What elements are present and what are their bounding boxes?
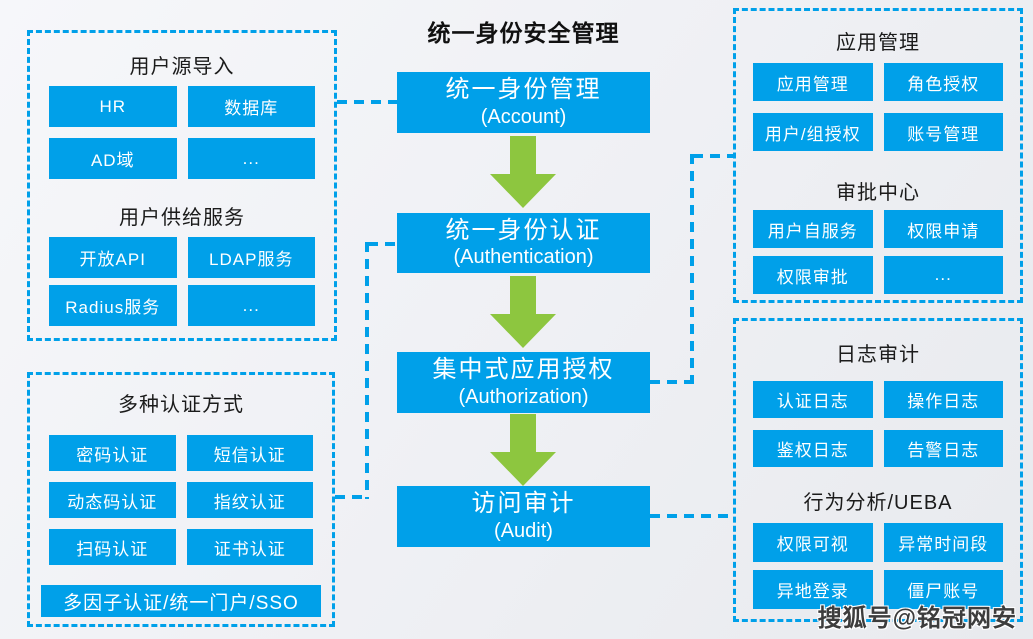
flow-node-label-zh: 集中式应用授权 [432,356,615,384]
chip-more-user-source: ... [187,138,315,179]
chip-certificate-auth: 证书认证 [186,529,313,565]
chip-grid: 开放API LDAP服务 Radius服务 ... [49,237,315,326]
chip-grid: 用户自服务 权限申请 权限审批 ... [753,210,1003,294]
section-title-user-provisioning: 用户供给服务 [119,207,245,229]
chip-permission-visibility: 权限可视 [753,523,873,562]
chip-database: 数据库 [187,86,315,127]
arrow-down-icon [490,414,556,486]
connector-appmgmt-vertical [690,154,694,384]
connector-audit-logaudit [650,514,733,518]
section-title-log-audit: 日志审计 [836,344,920,366]
chip-abnormal-time: 异常时间段 [883,523,1003,562]
chip-hr: HR [49,86,177,127]
chip-grid: HR 数据库 AD域 ... [49,86,315,179]
flow-node-authentication: 统一身份认证 (Authentication) [397,213,650,273]
chip-operation-log: 操作日志 [883,381,1003,418]
arrow-down-icon [490,276,556,348]
chip-ldap-service: LDAP服务 [187,237,315,278]
section-title-behavior-analytics: 行为分析/UEBA [803,492,953,514]
section-title-user-source-import: 用户源导入 [129,56,235,78]
chip-permission-approval: 权限审批 [753,256,873,294]
flow-node-label-en: (Account) [480,105,567,128]
flow-node-authorization: 集中式应用授权 (Authorization) [397,352,650,413]
chip-remote-login: 异地登录 [753,570,873,609]
chip-mfa-sso: 多因子认证/统一门户/SSO [41,585,321,617]
chip-account-management: 账号管理 [883,113,1003,151]
chip-auth-log: 认证日志 [753,381,873,418]
flow-node-account: 统一身份管理 (Account) [397,72,650,133]
chip-app-management: 应用管理 [753,63,873,101]
chip-alert-log: 告警日志 [883,430,1003,467]
chip-radius-service: Radius服务 [49,285,177,326]
chip-ad-domain: AD域 [49,138,177,179]
chip-zombie-account: 僵尸账号 [883,570,1003,609]
chip-more-provisioning: ... [187,285,315,326]
section-title-approval-center: 审批中心 [836,182,920,204]
chip-grid: 认证日志 操作日志 鉴权日志 告警日志 [753,381,1003,467]
chip-open-api: 开放API [49,237,177,278]
chip-more-approval: ... [883,256,1003,294]
panel-user-source: 用户源导入 HR 数据库 AD域 ... 用户供给服务 开放API LDAP服务… [27,30,337,341]
panel-auth-methods: 多种认证方式 密码认证 短信认证 动态码认证 指纹认证 扫码认证 证书认证 多因… [27,372,335,627]
section-title-auth-methods: 多种认证方式 [118,394,244,416]
arrow-down-icon [490,136,556,208]
panel-app-management: 应用管理 应用管理 角色授权 用户/组授权 账号管理 审批中心 用户自服务 权限… [733,8,1023,303]
chip-fingerprint-auth: 指纹认证 [186,482,313,518]
connector-authmethods-vertical [365,242,369,499]
chip-user-self-service: 用户自服务 [753,210,873,248]
diagram-title: 统一身份安全管理 [427,20,620,46]
chip-authz-log: 鉴权日志 [753,430,873,467]
chip-grid: 密码认证 短信认证 动态码认证 指纹认证 扫码认证 证书认证 [49,435,313,565]
chip-role-authorization: 角色授权 [883,63,1003,101]
connector-usersource-account [337,100,397,104]
chip-grid: 应用管理 角色授权 用户/组授权 账号管理 [753,63,1003,151]
flow-node-label-zh: 统一身份认证 [445,216,602,244]
section-title-app-management: 应用管理 [836,32,920,54]
chip-sms-auth: 短信认证 [186,435,313,471]
connector-appmgmt-horizontal [693,154,733,158]
flow-node-label-zh: 访问审计 [471,490,576,518]
panel-log-audit: 日志审计 认证日志 操作日志 鉴权日志 告警日志 行为分析/UEBA 权限可视 … [733,318,1023,622]
connector-authorization-horizontal [650,380,693,384]
chip-qrcode-auth: 扫码认证 [49,529,176,565]
flow-node-label-en: (Authorization) [458,385,589,408]
chip-grid: 权限可视 异常时间段 异地登录 僵尸账号 [753,523,1003,609]
watermark: 搜狐号@铭冠网安 [817,605,1017,632]
chip-user-group-authorization: 用户/组授权 [753,113,873,151]
chip-otp-auth: 动态码认证 [49,482,176,518]
flow-node-label-zh: 统一身份管理 [445,76,602,104]
chip-permission-request: 权限申请 [883,210,1003,248]
flow-node-label-en: (Audit) [494,519,553,542]
connector-authmethods-authentication [368,242,397,246]
chip-password-auth: 密码认证 [49,435,176,471]
connector-authmethods-horizontal [335,495,368,499]
flow-node-label-en: (Authentication) [453,246,594,269]
flow-node-audit: 访问审计 (Audit) [397,486,650,547]
